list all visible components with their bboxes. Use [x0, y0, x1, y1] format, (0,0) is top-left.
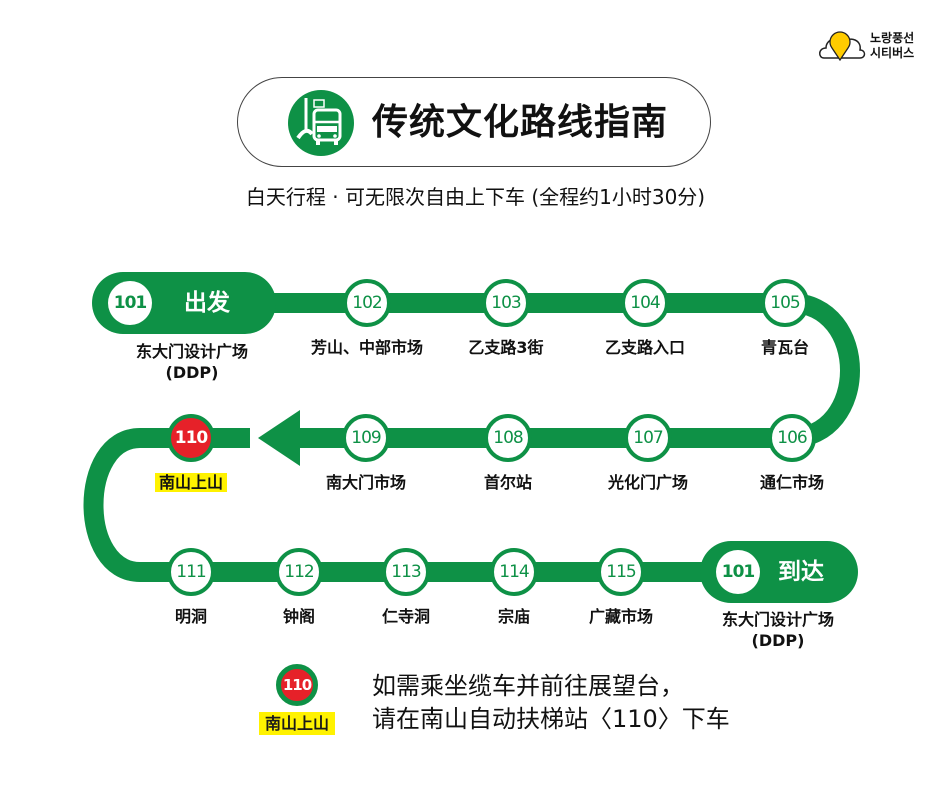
station-name: 广藏市场: [541, 606, 701, 627]
station-107[interactable]: 107: [624, 414, 672, 462]
station-name-text: 南山上山: [154, 473, 227, 492]
note-station-number: 110: [276, 664, 318, 706]
station-110[interactable]: 110: [167, 414, 215, 462]
route-line-lower: [83, 428, 820, 582]
station-name-text: 乙支路3街: [468, 338, 544, 357]
station-108[interactable]: 108: [484, 414, 532, 462]
end-station[interactable]: 101 到达: [700, 541, 858, 603]
station-name: 宗庙: [434, 606, 594, 627]
station-103[interactable]: 103: [482, 279, 530, 327]
station-name: 乙支路入口: [565, 337, 725, 358]
station-name-text: 通仁市场: [759, 473, 824, 492]
station-112[interactable]: 112: [275, 548, 323, 596]
start-station-name: 东大门设计广场(DDP): [135, 342, 248, 382]
station-name: 南大门市场: [286, 472, 446, 493]
page-subtitle: 白天行程 · 可无限次自由上下车 (全程约1小时30分): [245, 185, 706, 209]
start-label: 出发: [184, 290, 230, 316]
station-name: 明洞: [111, 606, 271, 627]
station-name-text: 明洞: [174, 607, 207, 626]
station-name-text: 宗庙: [497, 607, 530, 626]
title-banner: [237, 77, 711, 167]
station-name: 首尔站: [428, 472, 588, 493]
note-line2: 请在南山自动扶梯站〈110〉下车: [372, 705, 730, 733]
end-label: 到达: [778, 559, 824, 585]
station-name-text: 仁寺洞: [381, 607, 430, 626]
balloon-cloud-icon: [819, 31, 866, 62]
brand-line1: 노랑풍선: [870, 31, 915, 45]
station-name: 光化门广场: [568, 472, 728, 493]
station-name: 仁寺洞: [326, 606, 486, 627]
station-name-text: 南大门市场: [325, 473, 406, 492]
station-name-text: 光化门广场: [607, 473, 688, 492]
note-station-name: 南山上山: [259, 712, 336, 735]
start-station-number: 101: [108, 281, 152, 325]
page-title: 传统文化路线指南: [372, 102, 669, 143]
station-113[interactable]: 113: [382, 548, 430, 596]
bus-tower-icon: [288, 90, 354, 156]
station-name: 钟阁: [219, 606, 379, 627]
station-name-text: 芳山、中部市场: [310, 338, 423, 357]
brand-logo: [818, 30, 928, 66]
note-station-marker: 110: [276, 664, 318, 706]
station-111[interactable]: 111: [167, 548, 215, 596]
station-105[interactable]: 105: [761, 279, 809, 327]
station-name-text: 青瓦台: [760, 338, 809, 357]
station-name-text: 乙支路入口: [604, 338, 685, 357]
station-name: 青瓦台: [705, 337, 865, 358]
end-station-name: 东大门设计广场(DDP): [721, 610, 834, 650]
station-name: 乙支路3街: [426, 337, 586, 358]
station-name: 通仁市场: [712, 472, 872, 493]
station-106[interactable]: 106: [768, 414, 816, 462]
station-115[interactable]: 115: [597, 548, 645, 596]
station-name-text: 首尔站: [483, 473, 532, 492]
cable-car-note: 如需乘坐缆车并前往展望台， 请在南山自动扶梯站〈110〉下车: [372, 670, 730, 736]
station-102[interactable]: 102: [343, 279, 391, 327]
station-114[interactable]: 114: [490, 548, 538, 596]
brand-line2: 시티버스: [870, 46, 915, 60]
station-name: 南山上山: [111, 472, 271, 493]
direction-arrow-icon: [258, 410, 300, 466]
start-station[interactable]: 101 出发: [92, 272, 276, 334]
station-name-text: 钟阁: [282, 607, 315, 626]
station-name: 芳山、中部市场: [287, 337, 447, 358]
station-104[interactable]: 104: [621, 279, 669, 327]
station-109[interactable]: 109: [342, 414, 390, 462]
station-name-text: 广藏市场: [588, 607, 653, 626]
end-station-number: 101: [716, 550, 760, 594]
note-line1: 如需乘坐缆车并前往展望台，: [372, 672, 684, 700]
brand-name: 노랑풍선 시티버스: [870, 31, 914, 61]
